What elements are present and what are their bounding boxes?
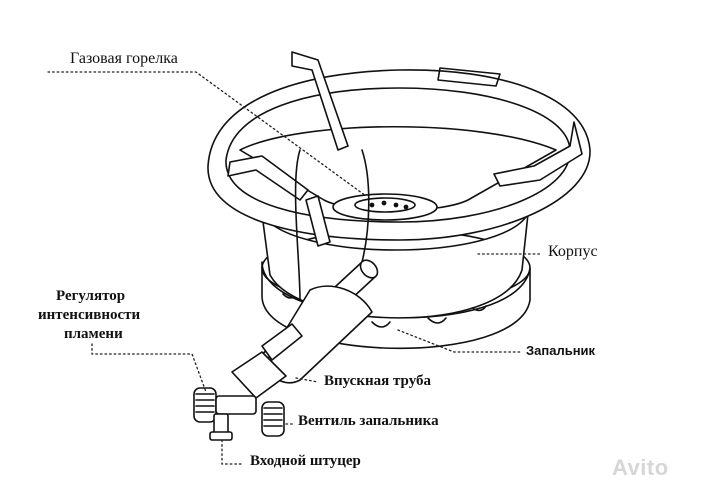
valve-body <box>231 351 287 399</box>
label-igniter-valve: Вентиль запальника <box>298 413 439 429</box>
label-regulator-2: интенсивности <box>38 307 141 323</box>
label-inlet-pipe: Впускная труба <box>324 373 431 389</box>
pot-support-back <box>291 51 349 151</box>
pipe-end <box>359 259 379 279</box>
avito-watermark: Avito <box>612 455 669 480</box>
leader-regulator <box>91 343 207 393</box>
leader-igniter <box>397 329 521 353</box>
outer-rim <box>207 69 591 241</box>
rim-notch <box>437 67 501 87</box>
igniter-valve-knob <box>261 401 285 437</box>
label-body: Корпус <box>548 243 598 260</box>
pot-support-left <box>227 155 309 201</box>
leader-inlet-fitting <box>221 439 245 465</box>
pot-support-front <box>305 195 331 247</box>
label-regulator-1: Регулятор <box>56 288 126 304</box>
pot-support-right <box>493 121 583 187</box>
valve-stem <box>215 395 257 415</box>
mixer-collar <box>261 323 303 361</box>
label-inlet-fitting: Входной штуцер <box>250 453 361 469</box>
leader-burner <box>47 71 367 197</box>
regulator-knob <box>193 387 217 423</box>
base-vent <box>371 321 391 328</box>
label-igniter: Запальник <box>526 343 596 358</box>
base-vent <box>427 317 447 324</box>
label-regulator-3: пламени <box>64 326 123 342</box>
support-arm <box>294 149 301 301</box>
support-arm <box>361 149 370 263</box>
label-burner: Газовая горелка <box>70 50 178 67</box>
leader-inlet-pipe <box>295 377 319 383</box>
